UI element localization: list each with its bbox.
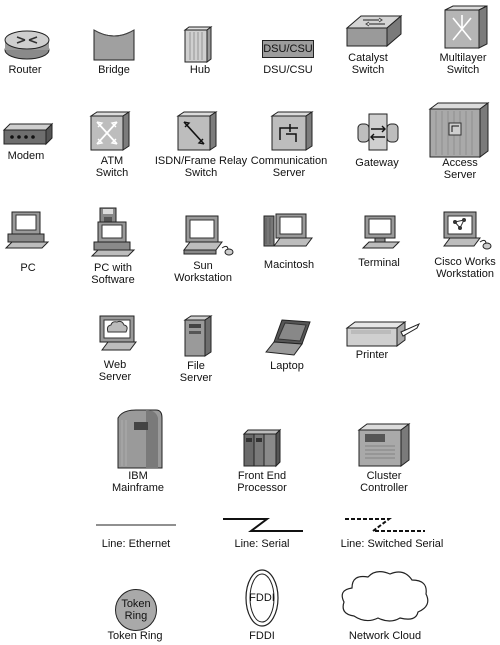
fddi-icon (245, 569, 279, 627)
multilayer-switch-icon (444, 5, 488, 49)
file-server-label: File Server (179, 360, 213, 384)
cluster-controller-label: Cluster Controller (360, 470, 408, 494)
laptop-label: Laptop (270, 360, 304, 372)
token-ring-label: Token Ring (107, 630, 163, 642)
isdn-switch-label: ISDN/Frame Relay Switch (154, 155, 248, 179)
network-cloud-icon (341, 571, 429, 622)
fddi-icon-text: FDDI (249, 592, 275, 604)
macintosh-icon (263, 213, 313, 247)
web-server-label: Web Server (98, 359, 132, 383)
access-server-icon (428, 102, 490, 158)
line-ethernet-label: Line: Ethernet (101, 538, 171, 550)
fep-label: Front End Processor (237, 470, 287, 494)
pc-icon (4, 211, 50, 249)
modem-icon (2, 122, 54, 146)
dsu-csu-icon: DSU/CSU (262, 40, 314, 58)
modem-label: Modem (7, 150, 45, 162)
ciscoworks-icon (443, 211, 492, 250)
comm-server-label: Communication Server (250, 155, 328, 179)
macintosh-label: Macintosh (263, 259, 315, 271)
hub-icon (183, 26, 213, 63)
fep-icon (242, 428, 282, 468)
ibm-mainframe-icon (117, 409, 163, 469)
line-serial-label: Line: Serial (234, 538, 290, 550)
line-switched-serial-label: Line: Switched Serial (340, 538, 444, 550)
pc-software-label: PC with Software (91, 262, 135, 286)
laptop-icon (265, 319, 311, 356)
catalyst-switch-label: Catalyst Switch (348, 52, 388, 76)
pc-label: PC (20, 262, 36, 274)
fddi-label: FDDI (249, 630, 275, 642)
gateway-icon (357, 113, 399, 151)
access-server-label: Access Server (442, 157, 478, 181)
printer-icon (345, 321, 421, 347)
cluster-controller-icon (357, 423, 411, 467)
network-cloud-label: Network Cloud (348, 630, 422, 642)
bridge-icon (93, 29, 135, 61)
token-ring-icon-text: Token Ring (121, 598, 151, 622)
line-serial-icon (223, 518, 303, 532)
pc-software-icon (90, 207, 136, 257)
web-server-icon (99, 315, 137, 351)
router-label: Router (8, 64, 42, 76)
multilayer-switch-label: Multilayer Switch (439, 52, 487, 76)
catalyst-switch-icon (345, 14, 403, 48)
dsu-csu-label: DSU/CSU (263, 64, 313, 76)
line-ethernet-icon (96, 524, 176, 526)
ciscoworks-label: Cisco Works Workstation (434, 256, 496, 280)
atm-switch-label: ATM Switch (95, 155, 129, 179)
gateway-label: Gateway (355, 157, 399, 169)
atm-switch-icon (89, 111, 131, 151)
ibm-mainframe-label: IBM Mainframe (112, 470, 164, 494)
file-server-icon (183, 315, 213, 357)
token-ring-icon: Token Ring (115, 589, 157, 631)
isdn-switch-icon (176, 111, 218, 151)
sun-workstation-icon (183, 215, 234, 256)
printer-label: Printer (355, 349, 389, 361)
bridge-label: Bridge (98, 64, 130, 76)
dsu-csu-icon-text: DSU/CSU (263, 43, 313, 55)
comm-server-icon (270, 111, 314, 151)
sun-workstation-label: Sun Workstation (174, 260, 232, 284)
line-switched-serial-icon (345, 518, 425, 532)
hub-label: Hub (189, 64, 211, 76)
router-icon (4, 30, 50, 60)
terminal-label: Terminal (358, 257, 400, 269)
terminal-icon (361, 215, 401, 249)
